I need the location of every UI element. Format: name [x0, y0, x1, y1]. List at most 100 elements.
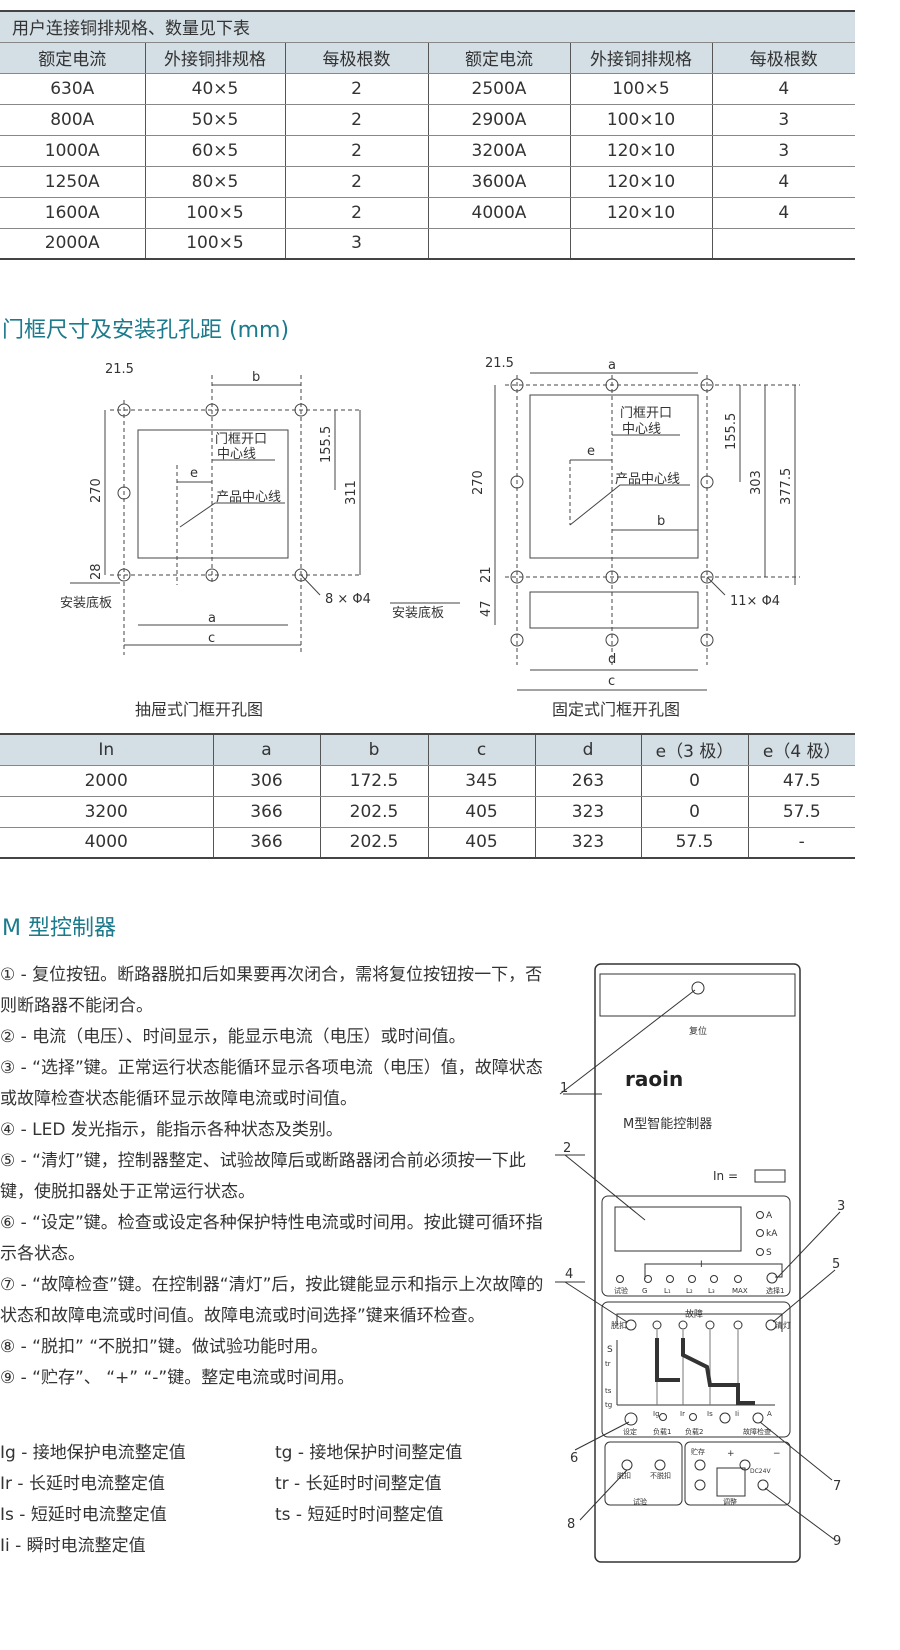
label: 产品中心线	[615, 472, 680, 487]
dim-label: 311	[344, 480, 359, 505]
column-header: 额定电流	[428, 42, 571, 74]
dim-label: a	[608, 358, 616, 373]
list-item: ⑦ - “故障检查”键。在控制器“清灯”后，按此键能显示和指示上次故障的状态和故…	[0, 1275, 544, 1326]
callout-number: 6	[570, 1451, 578, 1466]
table-cell: 57.5	[641, 827, 749, 859]
led-indicator	[616, 1275, 624, 1283]
axis-label: Is	[707, 1410, 713, 1418]
definition: Ig - 接地保护电流整定值	[0, 1443, 186, 1463]
led-indicator	[710, 1275, 718, 1283]
adjust-label: 调整	[723, 1497, 737, 1506]
label: 中心线	[217, 447, 256, 462]
brand-logo: raoin	[625, 1067, 683, 1091]
section-title-door: 门框尺寸及安装孔孔距 (mm)	[2, 318, 290, 343]
dim-label: 21.5	[105, 362, 134, 377]
table-cell: 323	[535, 827, 642, 859]
label: 11× Φ4	[730, 594, 780, 609]
led-label: MAX	[732, 1287, 748, 1295]
column-header: e（4 极）	[748, 734, 855, 766]
table-cell: 1250A	[0, 166, 146, 198]
led-indicator	[734, 1275, 742, 1283]
table-cell: 3200	[0, 796, 214, 828]
table-cell: 3200A	[428, 135, 571, 167]
column-header: c	[428, 734, 536, 766]
table-cell: 4	[712, 166, 855, 198]
dim-label: 377.5	[779, 468, 794, 505]
dim-label: 21.5	[485, 356, 514, 371]
store-label: 贮存	[691, 1447, 705, 1456]
table-cell: 120×10	[570, 135, 713, 167]
axis-label: tr	[605, 1360, 611, 1368]
table-cell: 0	[641, 796, 749, 828]
table-cell: 172.5	[320, 765, 429, 797]
led-label: L₂	[686, 1287, 693, 1295]
dim-label: 21	[479, 566, 494, 583]
dc-label: DC24V	[750, 1468, 771, 1475]
table-cell: 4000A	[428, 197, 571, 229]
axis-label: S	[607, 1345, 613, 1355]
label: 8 × Φ4	[325, 592, 371, 607]
label: 安装底板	[392, 605, 444, 621]
list-item: ④ - LED 发光指示，能指示各种状态及类别。	[0, 1120, 343, 1140]
table-cell: 2900A	[428, 104, 571, 136]
column-header: e（3 极）	[641, 734, 749, 766]
table-cell: 202.5	[320, 796, 429, 828]
table-cell: 4	[712, 73, 855, 105]
trip-label: 脱扣	[611, 1320, 627, 1330]
diagram-caption: 抽屉式门框开孔图	[135, 700, 263, 719]
callout-number: 5	[832, 1257, 840, 1272]
led-indicator	[666, 1275, 674, 1283]
list-item: ③ - “选择”键。正常运行状态能循环显示各项电流（电压）值，故障状态或故障检查…	[0, 1058, 543, 1109]
dim-label: 28	[89, 563, 104, 580]
table-cell: 50×5	[145, 104, 286, 136]
door-frame-diagrams: 21.5 b 门框开口 中心线 e 产品中心线 270 155.5 311 28…	[60, 356, 800, 719]
diagram-caption: 固定式门框开孔图	[552, 700, 680, 719]
table-cell: 2	[285, 197, 429, 229]
column-header: 额定电流	[0, 42, 146, 74]
led-label: L₁	[664, 1287, 671, 1295]
table-cell	[712, 228, 855, 260]
callout-number: 8	[567, 1517, 575, 1532]
table-cell: 366	[213, 796, 321, 828]
minus-label: −	[773, 1449, 781, 1459]
callout-number: 7	[833, 1479, 841, 1494]
table-cell: 405	[428, 827, 536, 859]
table-cell: 100×5	[570, 73, 713, 105]
column-header: b	[320, 734, 429, 766]
plus-label: +	[727, 1449, 735, 1459]
dim-label: e	[190, 466, 198, 481]
table-cell: 57.5	[748, 796, 855, 828]
axis-label: Ii	[735, 1410, 739, 1418]
no-trip-button-label: 不脱扣	[650, 1471, 671, 1480]
column-header: In	[0, 734, 214, 766]
controller-description: ① - 复位按钮。断路器脱扣后如果要再次闭合，需将复位按钮按一下，否则断路器不能…	[0, 960, 545, 1394]
column-header: 每极根数	[285, 42, 429, 74]
callout-number: 1	[560, 1081, 568, 1096]
table-cell: 120×10	[570, 166, 713, 198]
table-cell: 2000A	[0, 228, 146, 260]
column-header: 外接铜排规格	[570, 42, 713, 74]
dim-label: b	[252, 370, 260, 385]
led-label: 试验	[614, 1286, 628, 1295]
list-item: ⑧ - “脱扣” “不脱扣”键。做试验功能时用。	[0, 1337, 328, 1357]
list-item: ⑨ - “贮存”、 “+” “-”键。整定电流或时间用。	[0, 1368, 355, 1388]
test-label: 试验	[633, 1497, 647, 1506]
table-cell: 4	[712, 197, 855, 229]
dim-label: 155.5	[724, 413, 739, 450]
table-cell: 3600A	[428, 166, 571, 198]
table-caption: 用户连接铜排规格、数量见下表	[0, 11, 855, 43]
table-cell	[428, 228, 571, 260]
fault-label: 故障	[685, 1308, 703, 1320]
table-cell: 2	[285, 166, 429, 198]
label: 门框开口	[215, 432, 267, 447]
callout-number: 3	[837, 1199, 845, 1214]
table-cell: 306	[213, 765, 321, 797]
led-indicator	[644, 1275, 652, 1283]
